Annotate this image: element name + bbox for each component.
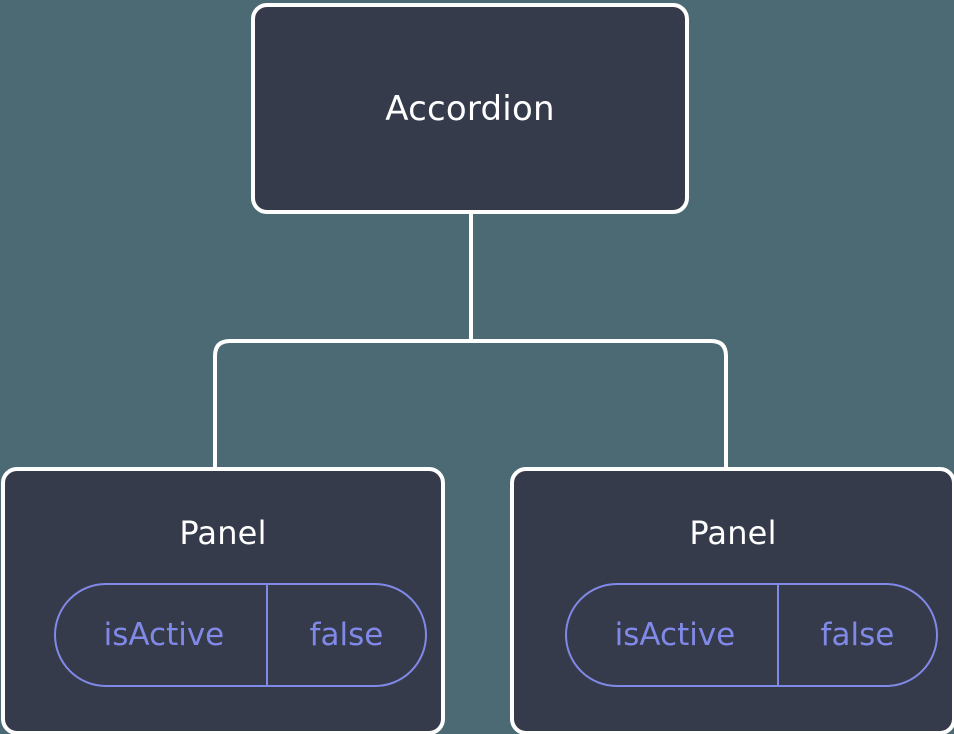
node-panel-left-title: Panel bbox=[179, 514, 267, 552]
node-panel-right-title: Panel bbox=[689, 514, 777, 552]
node-panel-right-state-value: false bbox=[820, 616, 895, 653]
node-panel-left-state-badge[interactable]: isActive false bbox=[53, 583, 427, 687]
edge-accordion-to-panel-right bbox=[471, 339, 728, 470]
node-panel-left-state-value: false bbox=[309, 616, 384, 653]
node-panel-right-state-key: isActive bbox=[567, 585, 780, 685]
node-panel-right[interactable]: Panel isActive false bbox=[510, 467, 954, 734]
node-accordion-title: Accordion bbox=[385, 88, 555, 129]
edge-accordion-to-panel-left bbox=[213, 339, 471, 470]
node-accordion[interactable]: Accordion bbox=[251, 3, 689, 214]
node-panel-left-state-key: isActive bbox=[56, 585, 269, 685]
node-panel-right-state-badge[interactable]: isActive false bbox=[564, 583, 938, 687]
node-panel-left[interactable]: Panel isActive false bbox=[1, 467, 445, 734]
